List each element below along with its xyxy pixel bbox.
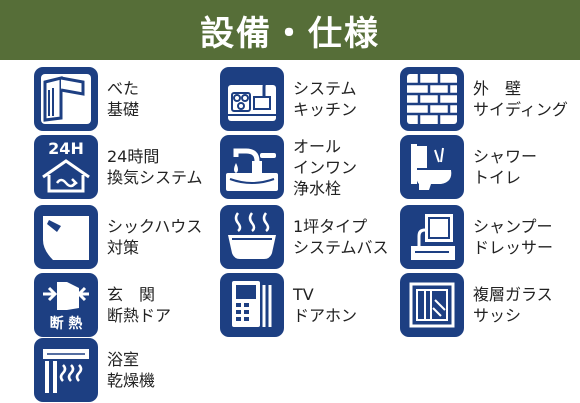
item-label: 1坪タイプシステムバス [293,217,389,257]
item-label: 複層ガラスサッシ [473,285,553,325]
header-banner: 設備・仕様 [0,0,580,60]
item-label: 24時間換気システム [107,147,203,187]
insulation-label: 断 熱 [49,316,83,332]
faucet-icon [220,135,284,199]
item-shampoo-dresser: シャンプードレッサー [400,205,553,269]
item-double-glass: 複層ガラスサッシ [400,273,553,337]
item-label: 玄 関断熱ドア [107,285,172,325]
kitchen-icon [220,67,284,131]
foundation-icon [34,67,98,131]
item-insulated-door: 断 熱 玄 関断熱ドア [34,273,171,337]
item-label: オールインワン浄水栓 [293,136,358,198]
ventilation-icon-label: 24H [48,139,84,158]
item-toilet: シャワートイレ [400,135,537,199]
ventilation-icon: 24H [34,135,98,199]
item-label: シャンプードレッサー [473,217,554,257]
item-label: シャワートイレ [473,147,538,187]
item-label: べた基礎 [107,79,140,119]
toilet-icon [400,135,464,199]
sick-house-icon [34,205,98,269]
item-siding: 外 壁サイディング [400,67,568,131]
page-title: 設備・仕様 [200,13,380,54]
item-label: シックハウス対策 [107,217,203,257]
item-kitchen: システムキッチン [220,67,357,131]
item-bathroom-dryer: 浴室乾燥機 [34,338,155,402]
item-sick-house: シックハウス対策 [34,205,202,269]
double-glass-icon [400,273,464,337]
item-label: システムキッチン [293,79,358,119]
item-label: 外 壁サイディング [473,79,568,119]
siding-icon [400,67,464,131]
insulated-door-icon: 断 熱 [34,273,98,337]
item-foundation: べた基礎 [34,67,139,131]
bathroom-dryer-icon [34,338,98,402]
item-ventilation: 24H 24時間換気システム [34,135,203,199]
bathtub-icon [220,205,284,269]
item-bathtub: 1坪タイプシステムバス [220,205,389,269]
intercom-icon [220,273,284,337]
shampoo-dresser-icon [400,205,464,269]
item-label: 浴室乾燥機 [107,350,156,390]
item-faucet: オールインワン浄水栓 [220,135,357,199]
